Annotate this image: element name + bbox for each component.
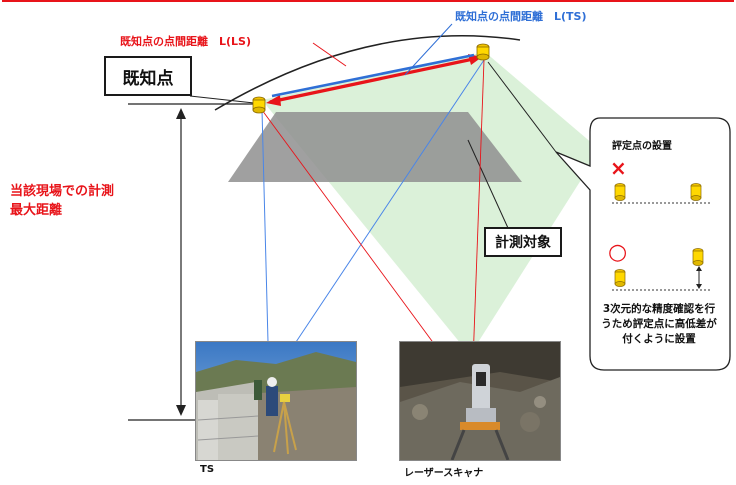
ts-distance-label: 既知点の点間距離 L(TS) — [455, 10, 587, 23]
ls-distance-arrow — [269, 56, 479, 104]
right-marker-right — [692, 248, 704, 266]
ls-distance-label: 既知点の点間距離 L(LS) — [120, 35, 251, 48]
wrong-marker-right — [690, 183, 702, 201]
ts-label-leader — [404, 23, 453, 76]
ls-arrow-head-left — [266, 95, 281, 106]
known-point-marker-left — [252, 96, 266, 114]
ts-sight-line-2 — [295, 59, 485, 343]
max-distance-label-line1: 当該現場での計測 — [10, 184, 115, 199]
ls-label-leader — [312, 42, 347, 67]
measurement-target-box: 計測対象 — [484, 227, 562, 257]
arrow-head-top — [176, 108, 186, 119]
known-point-box: 既知点 — [104, 56, 192, 96]
ts-sight-line-1 — [261, 109, 269, 343]
callout-title: 評定点の設置 — [612, 141, 672, 152]
ts-caption: TS — [200, 464, 215, 475]
known-point-leader — [189, 95, 255, 104]
target-leader — [467, 139, 509, 229]
ts-photo — [195, 341, 357, 461]
surface-arc — [214, 35, 521, 111]
scan-coverage-area — [262, 52, 600, 355]
height-arrow-head-top — [696, 266, 702, 271]
laser-scanner-photo — [399, 341, 561, 461]
laser-scanner-photo-image — [400, 342, 560, 460]
right-marker-left — [614, 269, 626, 287]
right-mark-icon: ○ — [608, 240, 628, 265]
height-arrow-head-bottom — [696, 284, 702, 289]
max-distance-label-line2: 最大距離 — [10, 203, 63, 218]
laser-scanner-caption: レーザースキャナ — [404, 468, 484, 479]
known-point-marker-right — [476, 43, 490, 61]
callout-bubble — [555, 117, 731, 371]
wrong-marker-left — [614, 183, 626, 201]
laser-line-2 — [471, 59, 485, 391]
arrow-head-bottom — [176, 405, 186, 416]
wrong-mark-icon: × — [610, 156, 627, 180]
callout-leader — [487, 61, 557, 153]
measurement-surface — [228, 112, 522, 182]
ts-distance-arrow — [271, 53, 475, 98]
ts-photo-image — [196, 342, 356, 460]
callout-description: 3次元的な精度確認を行うため評定点に高低差が付くように設置 — [601, 303, 717, 345]
